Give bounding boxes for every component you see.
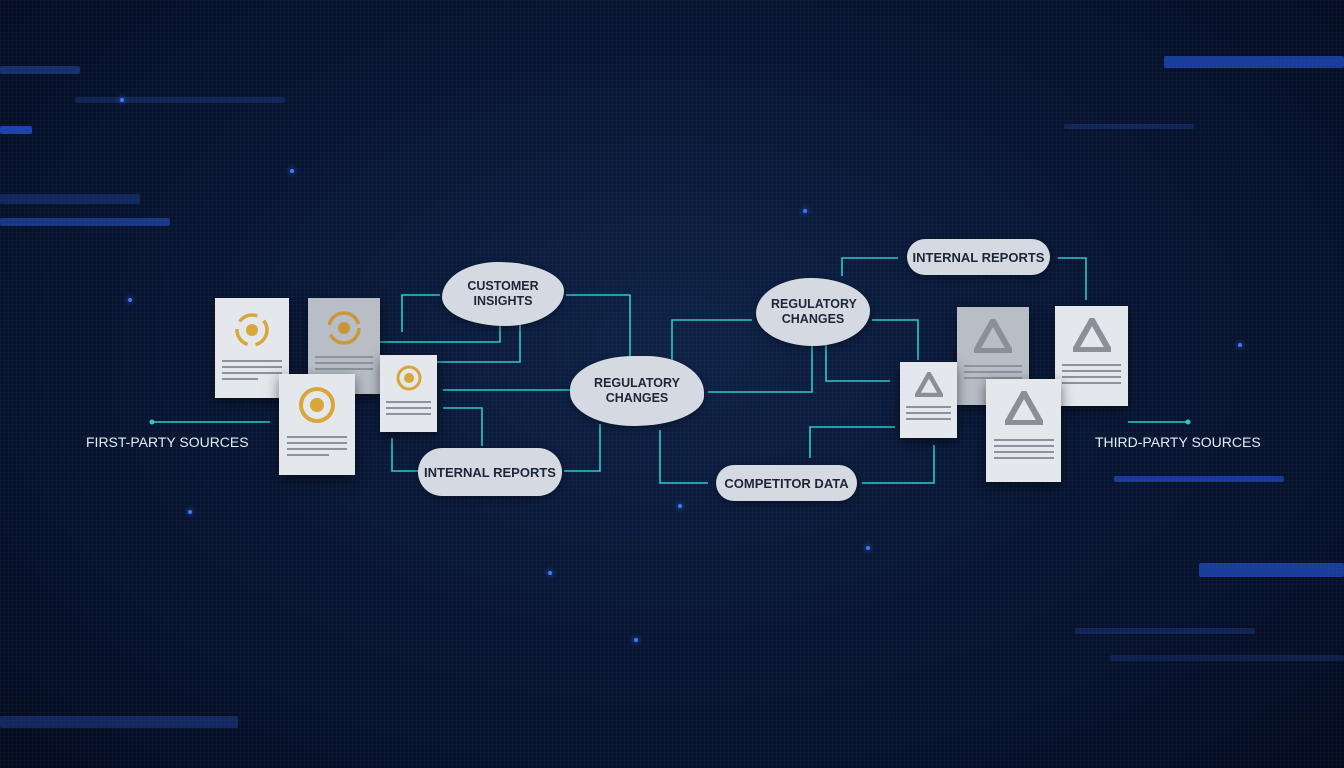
particle-dot [188,510,192,514]
connector-line [862,445,935,484]
connector-endpoint [1185,419,1191,425]
regulatory-changes-label: REGULATORY CHANGES [771,297,857,326]
connector-line [708,345,813,393]
connector-endpoint [149,419,155,425]
first-party-document [380,355,437,432]
customer-insights-label: CUSTOMER INSIGHTS [467,279,539,308]
connector-line [872,319,919,360]
connector-line [391,438,418,472]
regulatory-changes-label: REGULATORY CHANGES [594,376,680,405]
light-streak [0,194,140,204]
light-streak [1075,628,1255,634]
customer-insights-node: CUSTOMER INSIGHTS [442,262,564,326]
silver-triangle-icon [1001,386,1046,430]
light-streak [0,66,80,74]
gold-target-icon [394,363,424,398]
light-streak [1164,56,1344,68]
connector-line [671,319,752,360]
particle-dot [1238,343,1242,347]
internal-reports-label: INTERNAL REPORTS [424,464,556,480]
light-streak [0,716,238,728]
particle-dot [678,504,682,508]
third-party-sources-label: THIRD-PARTY SOURCES [1095,434,1261,450]
connector-line [809,426,895,458]
connector-line [1058,257,1087,300]
particle-dot [634,638,638,642]
first-party-sources-label: FIRST-PARTY SOURCES [86,434,249,450]
first-party-document [279,374,355,475]
gold-target-icon [232,310,272,355]
connector-line [841,257,898,276]
particle-dot [866,546,870,550]
internal-reports-right-node: INTERNAL REPORTS [907,239,1050,275]
internal-reports-left-node: INTERNAL REPORTS [418,448,562,496]
competitor-data-label: COMPETITOR DATA [724,475,849,491]
connector-line [401,294,440,332]
connector-line [564,424,601,472]
light-streak [1199,563,1344,577]
gold-target-icon [324,308,364,353]
silver-triangle-icon [1069,313,1114,357]
particle-dot [128,298,132,302]
particle-dot [548,571,552,575]
light-streak [1110,655,1344,661]
silver-triangle-icon [970,314,1016,358]
first-party-document [215,298,289,398]
regulatory-changes-right-node: REGULATORY CHANGES [756,278,870,346]
connector-line [659,430,708,484]
connector-line [825,345,890,382]
internal-reports-label: INTERNAL REPORTS [912,249,1045,265]
regulatory-changes-center-node: REGULATORY CHANGES [570,356,704,426]
third-party-document [900,362,957,438]
connector-line [443,407,483,446]
competitor-data-node: COMPETITOR DATA [716,465,857,501]
light-streak [1064,124,1194,129]
light-streak [75,97,285,103]
particle-dot [803,209,807,213]
particle-dot [120,98,124,102]
connector-line [356,320,501,343]
light-streak [0,126,32,134]
third-party-document [1055,306,1128,406]
gold-target-icon [296,384,338,431]
connector-line [566,294,631,360]
light-streak [0,218,170,226]
silver-triangle-icon [912,369,945,402]
third-party-document [986,379,1061,482]
light-streak [1114,476,1284,482]
particle-dot [290,169,294,173]
